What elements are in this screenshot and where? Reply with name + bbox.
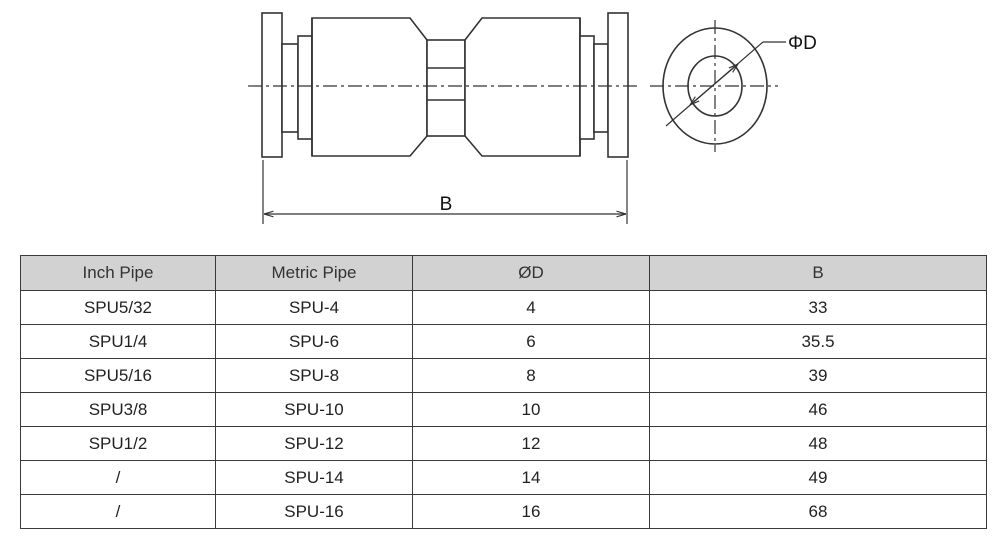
dimension-b-label: B [440,194,453,215]
header-metric-pipe: Metric Pipe [215,255,413,291]
cell-metric-pipe: SPU-16 [215,494,413,529]
table-row: SPU5/32 SPU-4 4 33 [20,290,987,325]
cell-inch-pipe: / [20,460,216,495]
cell-length-b: 48 [649,426,987,461]
table-row: SPU3/8 SPU-10 10 46 [20,392,987,427]
cell-diameter: 4 [412,290,650,325]
cell-inch-pipe: SPU3/8 [20,392,216,427]
cell-metric-pipe: SPU-4 [215,290,413,325]
table-row: / SPU-14 14 49 [20,460,987,495]
table-header-row: Inch Pipe Metric Pipe ØD B [20,255,987,291]
cell-diameter: 10 [412,392,650,427]
cell-metric-pipe: SPU-6 [215,324,413,359]
cell-inch-pipe: SPU5/32 [20,290,216,325]
cell-length-b: 46 [649,392,987,427]
cell-length-b: 35.5 [649,324,987,359]
fitting-technical-drawing: B ΦD [248,12,817,224]
table-row: SPU1/4 SPU-6 6 35.5 [20,324,987,359]
cell-length-b: 68 [649,494,987,529]
header-diameter: ØD [412,255,650,291]
cell-diameter: 14 [412,460,650,495]
fitting-end-view [650,20,778,152]
diameter-label: ΦD [788,33,817,54]
header-inch-pipe: Inch Pipe [20,255,216,291]
cell-inch-pipe: / [20,494,216,529]
cell-metric-pipe: SPU-8 [215,358,413,393]
table-row: / SPU-16 16 68 [20,494,987,529]
table-row: SPU5/16 SPU-8 8 39 [20,358,987,393]
cell-metric-pipe: SPU-12 [215,426,413,461]
cell-inch-pipe: SPU1/4 [20,324,216,359]
cell-diameter: 16 [412,494,650,529]
cell-diameter: 8 [412,358,650,393]
cell-length-b: 33 [649,290,987,325]
cell-inch-pipe: SPU5/16 [20,358,216,393]
cell-length-b: 49 [649,460,987,495]
cell-diameter: 6 [412,324,650,359]
cell-inch-pipe: SPU1/2 [20,426,216,461]
cell-diameter: 12 [412,426,650,461]
dimension-b [262,160,628,224]
spec-table: Inch Pipe Metric Pipe ØD B SPU5/32 SPU-4… [20,255,987,529]
cell-metric-pipe: SPU-14 [215,460,413,495]
cell-length-b: 39 [649,358,987,393]
header-length-b: B [649,255,987,291]
fitting-side-view [261,12,629,158]
diameter-leader [665,41,786,127]
cell-metric-pipe: SPU-10 [215,392,413,427]
table-row: SPU1/2 SPU-12 12 48 [20,426,987,461]
